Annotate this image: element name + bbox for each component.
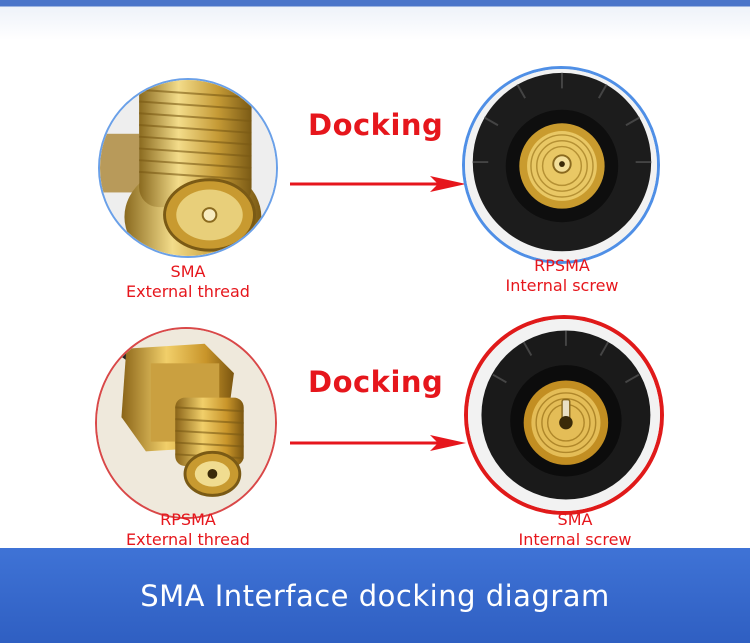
rpsma-internal-screw-caption: RPSMA Internal screw bbox=[482, 256, 642, 296]
caption-line-1: RPSMA bbox=[160, 510, 216, 529]
sma-internal-screw-connector-image bbox=[464, 315, 664, 515]
diagram-title: SMA Interface docking diagram bbox=[140, 578, 610, 613]
docking-row-2: Docking R bbox=[0, 315, 750, 585]
sma-internal-screw-caption: SMA Internal screw bbox=[490, 510, 660, 550]
rpsma-male-connector-icon bbox=[97, 329, 275, 517]
caption-line-2: Internal screw bbox=[505, 276, 619, 295]
sma-female-connector-icon bbox=[468, 319, 660, 511]
sma-male-connector-icon bbox=[100, 80, 276, 256]
rpsma-external-thread-caption: RPSMA External thread bbox=[108, 510, 268, 550]
caption-line-2: External thread bbox=[126, 530, 250, 549]
caption-line-1: SMA bbox=[557, 510, 593, 529]
docking-row-1: Docking bbox=[0, 58, 750, 328]
rpsma-internal-screw-connector-image bbox=[462, 66, 660, 264]
docking-label: Docking bbox=[308, 365, 444, 399]
caption-line-2: Internal screw bbox=[518, 530, 632, 549]
docking-label: Docking bbox=[308, 108, 444, 142]
sma-external-thread-connector-image bbox=[98, 78, 278, 258]
sma-external-thread-caption: SMA External thread bbox=[108, 262, 268, 302]
caption-line-2: External thread bbox=[126, 282, 250, 301]
caption-line-1: SMA bbox=[170, 262, 206, 281]
top-band bbox=[0, 0, 750, 40]
footer-banner: SMA Interface docking diagram bbox=[0, 548, 750, 643]
docking-arrow-icon bbox=[290, 435, 466, 451]
rpsma-external-thread-connector-image bbox=[95, 327, 277, 519]
rpsma-female-connector-icon bbox=[465, 69, 657, 261]
caption-line-1: RPSMA bbox=[534, 256, 590, 275]
docking-arrow-icon bbox=[290, 176, 466, 192]
